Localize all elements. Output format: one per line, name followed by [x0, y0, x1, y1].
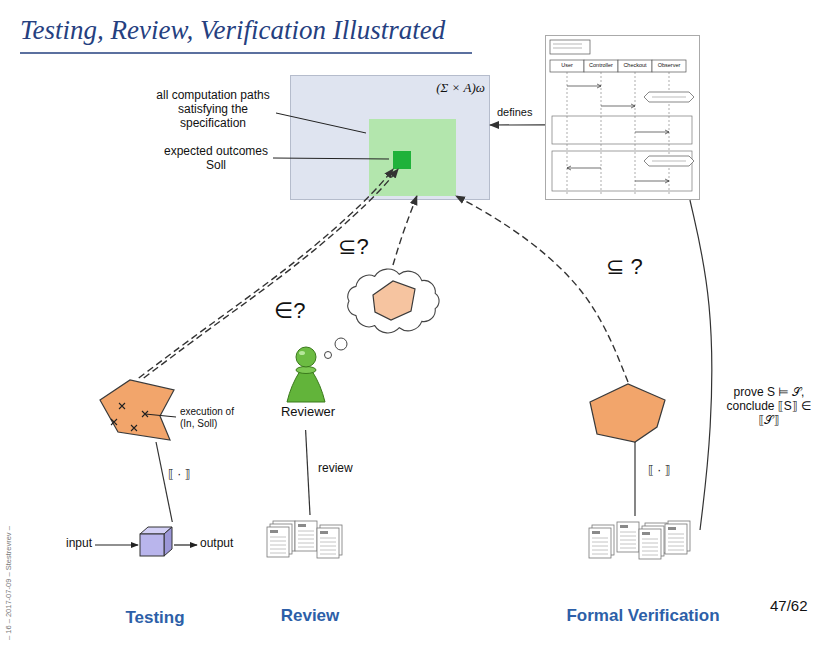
connector — [306, 430, 310, 515]
connector — [393, 196, 417, 265]
document-page — [267, 527, 289, 557]
page-number: 47/62 — [770, 597, 808, 614]
connector — [490, 124, 545, 125]
leader-line — [276, 113, 366, 133]
thought-bubble — [348, 269, 439, 333]
document-page — [317, 528, 339, 558]
verification-artefacts: Formal Verification — [585, 382, 700, 628]
expected-outcome-region: expected outcomes Soll — [393, 151, 411, 169]
edge-label: defines — [497, 106, 532, 119]
leader-line — [273, 158, 389, 159]
node-art — [546, 36, 701, 201]
node-label: expected outcomes Soll — [161, 145, 271, 173]
review-documents: Review — [255, 515, 365, 628]
reviewer-pawn — [287, 347, 325, 402]
state-space-box: (Σ × A)ω all computation paths satisfying… — [290, 75, 490, 200]
sequence-diagram-sketch — [550, 40, 694, 194]
node-label: output — [200, 537, 260, 551]
edge-label: ⊆? — [338, 234, 369, 259]
semantics-label: ⟦ · ⟧ — [648, 464, 671, 478]
document-page — [665, 524, 687, 554]
connector-line — [393, 196, 417, 265]
edge-label: ⊆ ? — [606, 254, 643, 279]
specification-region: all computation paths satisfying the spe… — [369, 119, 456, 196]
node-label: Review — [220, 606, 400, 626]
node-label: input — [42, 537, 92, 551]
edge-label: review — [318, 462, 353, 476]
connector-line — [306, 430, 310, 515]
lifeline-name: Checkout — [618, 62, 652, 68]
test-execution-mark — [111, 419, 117, 425]
thought-dot — [325, 352, 332, 359]
edge-label: prove S ⊨ 𝒮, conclude ⟦S⟧ ∈ ⟦𝒮⟧ — [724, 386, 814, 427]
connector — [156, 442, 172, 522]
connector-line — [490, 124, 545, 125]
lifeline-name: Controller — [584, 62, 618, 68]
document-page — [617, 522, 639, 552]
connector — [139, 169, 398, 378]
node-label: Reviewer — [277, 405, 339, 420]
reviewer: Reviewer — [275, 265, 445, 430]
lifeline-name: User — [550, 62, 584, 68]
lifeline-name: Observer — [652, 62, 686, 68]
title-rule — [20, 52, 472, 54]
edge-label: ⟦ · ⟧ — [168, 468, 191, 482]
connector-line — [156, 442, 172, 522]
system-box — [140, 527, 172, 556]
connector-line — [690, 200, 712, 530]
slide-title: Testing, Review, Verification Illustrate… — [20, 15, 445, 46]
node-label: Formal Verification — [553, 606, 733, 626]
connector-line — [144, 169, 398, 378]
test-execution-mark — [131, 425, 137, 431]
result-region — [373, 281, 415, 320]
document-page — [589, 528, 611, 558]
semantics-line — [634, 442, 635, 516]
node-art — [585, 382, 700, 628]
leader-line — [145, 414, 176, 417]
result-region — [100, 380, 174, 440]
test-result-region: execution of (In, Soll) — [100, 378, 175, 442]
edge-label: ∈? — [274, 298, 305, 323]
node-art — [100, 378, 175, 442]
output-arrow — [174, 544, 197, 545]
document-page — [295, 521, 317, 551]
node-label: (Σ × A)ω — [395, 81, 485, 96]
connector — [456, 196, 628, 382]
thought-dot — [335, 338, 347, 350]
connector — [690, 200, 712, 530]
node-label: all computation paths satisfying the spe… — [153, 89, 273, 130]
input-arrow — [95, 544, 138, 545]
system-under-test: inputoutputTesting — [120, 522, 190, 628]
node-label: Testing — [95, 608, 215, 628]
connector-line — [139, 169, 393, 378]
node-label: execution of (In, Soll) — [180, 406, 242, 429]
connector-line — [456, 196, 628, 382]
specification-diagram: UserControllerCheckoutObserver — [545, 35, 700, 200]
test-execution-mark — [119, 403, 125, 409]
slide-footer: – 16 – 2017-07-09 – Stestrevrev – — [5, 526, 14, 640]
result-region — [590, 384, 665, 442]
test-execution-mark — [142, 411, 148, 417]
document-page — [639, 529, 661, 559]
